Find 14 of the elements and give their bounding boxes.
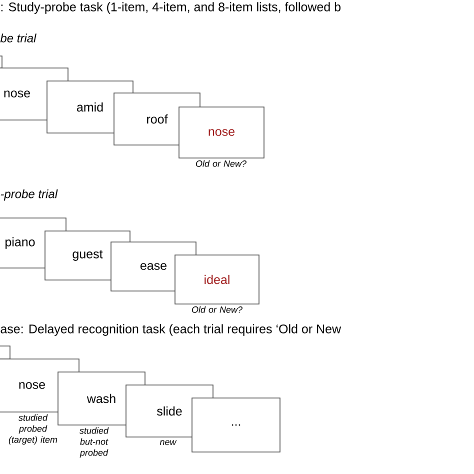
heading: be trial xyxy=(0,34,36,42)
card xyxy=(0,346,10,360)
word-card: ... xyxy=(192,398,280,452)
node-label: Old or New? xyxy=(196,160,246,167)
node-label: Old or New? xyxy=(192,306,242,313)
word-card: nose xyxy=(178,106,264,158)
node-label: studied but-not probed xyxy=(80,427,109,458)
node-label: new xyxy=(160,440,177,446)
card xyxy=(0,56,2,68)
heading: : Study-probe task (1-item, 4-item, and 8-item lists, followed b xyxy=(1,2,341,14)
node-label: studied probed (target) item xyxy=(8,414,58,445)
word-card: ideal xyxy=(174,254,260,304)
heading: ase: Delayed recognition task (each trial requires ‘Old or New xyxy=(0,324,342,336)
heading: -probe trial xyxy=(0,189,58,201)
